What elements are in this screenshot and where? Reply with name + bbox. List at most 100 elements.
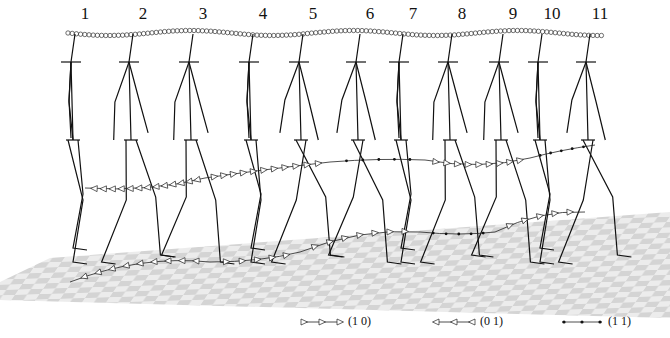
marker-triangle xyxy=(516,157,524,164)
chain-dot xyxy=(339,29,343,33)
legend-entry: (0 1) xyxy=(432,314,503,329)
chain-dot xyxy=(255,33,259,37)
marker-triangle xyxy=(144,184,151,191)
chain-dot xyxy=(456,32,460,36)
marker-triangle xyxy=(135,185,142,191)
chain-dot xyxy=(293,32,297,36)
chain-dot xyxy=(322,30,326,34)
limb xyxy=(397,62,401,140)
chain-dot xyxy=(431,33,435,37)
limb xyxy=(506,140,544,264)
limb xyxy=(499,34,503,140)
chain-dot xyxy=(314,31,318,35)
chain-dot xyxy=(381,30,385,34)
chain-dot xyxy=(263,33,267,37)
limb xyxy=(329,140,363,257)
limb xyxy=(69,62,73,140)
limb xyxy=(535,140,554,250)
chain-dot xyxy=(461,32,465,36)
chain-dot xyxy=(524,28,528,32)
chain-dot xyxy=(162,29,166,33)
chain-dot xyxy=(238,32,242,36)
chain-dot xyxy=(377,29,381,33)
limb xyxy=(536,62,540,140)
chain-dot xyxy=(389,31,393,35)
marker-triangle xyxy=(161,182,168,189)
marker-triangle xyxy=(506,221,514,229)
chain-dot xyxy=(440,33,444,37)
marker-triangle xyxy=(164,258,171,264)
marker-triangle xyxy=(506,158,513,165)
marker-triangle xyxy=(230,171,237,178)
marker-triangle xyxy=(271,165,278,172)
marker-dot xyxy=(539,154,542,157)
chain-dot xyxy=(154,30,158,34)
chain-dot xyxy=(570,32,574,36)
chain-dot xyxy=(272,33,276,37)
chain-dot xyxy=(200,29,204,33)
chain-dot xyxy=(137,32,141,36)
chain-dot xyxy=(141,31,145,35)
marker-triangle xyxy=(220,172,227,179)
limb xyxy=(337,62,356,133)
frame-number: 11 xyxy=(592,5,608,22)
chain-dot xyxy=(347,28,351,32)
chain-dot xyxy=(427,33,431,37)
chain-dot xyxy=(95,33,99,37)
chain-dot xyxy=(486,30,490,34)
chain-dot xyxy=(465,32,469,36)
limb xyxy=(396,140,415,264)
chain-dot xyxy=(78,32,82,36)
frame-number: 10 xyxy=(544,5,561,22)
marker-dot xyxy=(470,232,473,235)
chain-dot xyxy=(284,33,288,37)
marker-triangle xyxy=(465,161,472,167)
chain-dot xyxy=(591,33,595,37)
marker-triangle xyxy=(169,181,176,188)
frame-number: 6 xyxy=(366,5,375,22)
marker-triangle xyxy=(357,231,364,238)
limb xyxy=(73,140,87,250)
chain-dot xyxy=(477,31,481,35)
chain-dot xyxy=(259,33,263,37)
trajectory-line xyxy=(70,261,210,282)
marker-triangle xyxy=(178,258,185,264)
frame-number: 8 xyxy=(458,5,467,22)
chain-dot xyxy=(515,28,519,32)
marker-triangle xyxy=(122,262,130,269)
chain-dot xyxy=(116,33,120,37)
chain-dot xyxy=(150,31,154,35)
chain-dot xyxy=(351,28,355,32)
chain-dot xyxy=(536,29,540,33)
marker-dot xyxy=(571,147,574,150)
marker-triangle xyxy=(211,173,218,180)
chain-dot xyxy=(104,33,108,37)
marker-dot xyxy=(560,149,563,152)
limb xyxy=(448,62,467,133)
chain-dot xyxy=(309,31,313,35)
marker-triangle xyxy=(223,259,230,265)
chain-dot xyxy=(419,33,423,37)
chain-dot xyxy=(108,33,112,37)
chain-dot xyxy=(335,29,339,33)
marker-dot xyxy=(549,152,552,155)
chain-dot xyxy=(167,29,171,33)
marker-triangle xyxy=(192,258,199,264)
chain-dot xyxy=(318,30,322,34)
chain-dot xyxy=(179,29,183,33)
stick-figures xyxy=(61,34,631,264)
chain-dot xyxy=(91,33,95,37)
marker-triangle xyxy=(80,273,88,281)
chain-dot xyxy=(70,31,74,35)
marker-triangle xyxy=(177,180,184,187)
limb xyxy=(540,140,554,264)
limb xyxy=(484,62,499,140)
limb xyxy=(189,34,193,140)
marker-triangle xyxy=(152,183,159,190)
frame-number: 3 xyxy=(199,5,208,22)
chain-dot xyxy=(171,29,175,33)
chain-dot xyxy=(246,32,250,36)
chain-dot xyxy=(406,32,410,36)
chain-dot xyxy=(356,28,360,32)
marker-triangle xyxy=(136,260,143,267)
